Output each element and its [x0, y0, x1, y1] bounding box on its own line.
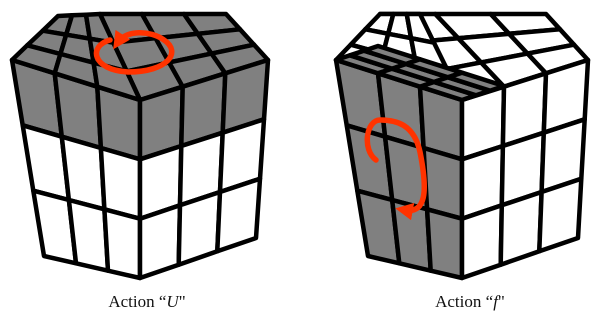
caption-close-quote: "	[178, 292, 186, 311]
top-front-row-sticker-r2c2	[445, 70, 507, 93]
caption-word: Action	[435, 292, 482, 311]
caption-open-quote: “	[158, 292, 167, 311]
caption-action-f: Action “f"	[405, 292, 535, 312]
caption-word: Action	[108, 292, 155, 311]
rotation-arrow-U	[93, 29, 175, 75]
right-face-sticker-r2c2	[215, 176, 263, 254]
right-face-sticker-r2c0	[137, 203, 183, 281]
caption-symbol: U	[166, 292, 179, 311]
left-face-sticker-r2c2	[102, 207, 143, 281]
right-face-sticker-r2c1	[176, 189, 223, 267]
left-face-sticker-r2c2	[424, 207, 465, 281]
caption-open-quote: “	[485, 292, 494, 311]
right-face-sticker-r2c2	[537, 176, 584, 254]
caption-symbol: f	[493, 292, 498, 311]
caption-close-quote: "	[497, 292, 505, 311]
cube-action-f	[333, 11, 591, 281]
right-face-sticker-r2c0	[459, 203, 505, 281]
right-face-sticker-r2c1	[498, 189, 544, 267]
caption-action-U: Action “U"	[82, 292, 212, 312]
cube-action-U	[9, 11, 271, 281]
left-face-sticker-r2c1	[66, 197, 111, 273]
rotation-arrow-f	[364, 117, 427, 221]
